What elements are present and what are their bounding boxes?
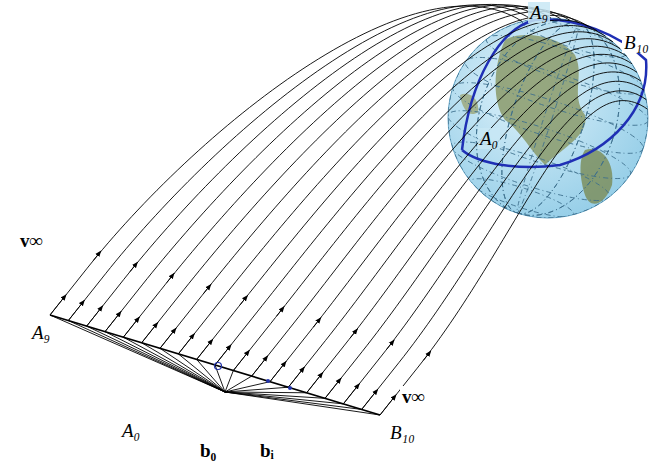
point-label: A₉ [30,322,52,343]
vector-label: b₀ [198,440,218,461]
point-label: A₉ [528,2,550,23]
vector-label: bᵢ [258,440,276,461]
vector-label: v∞ [18,230,45,251]
vector-label: v∞ [400,386,427,407]
point-label: B₁₀ [622,32,651,53]
point-label: A₀ [120,420,142,441]
point-label: A₀ [478,128,500,149]
segment-line [50,315,380,415]
point-label: B₁₀ [388,422,417,443]
